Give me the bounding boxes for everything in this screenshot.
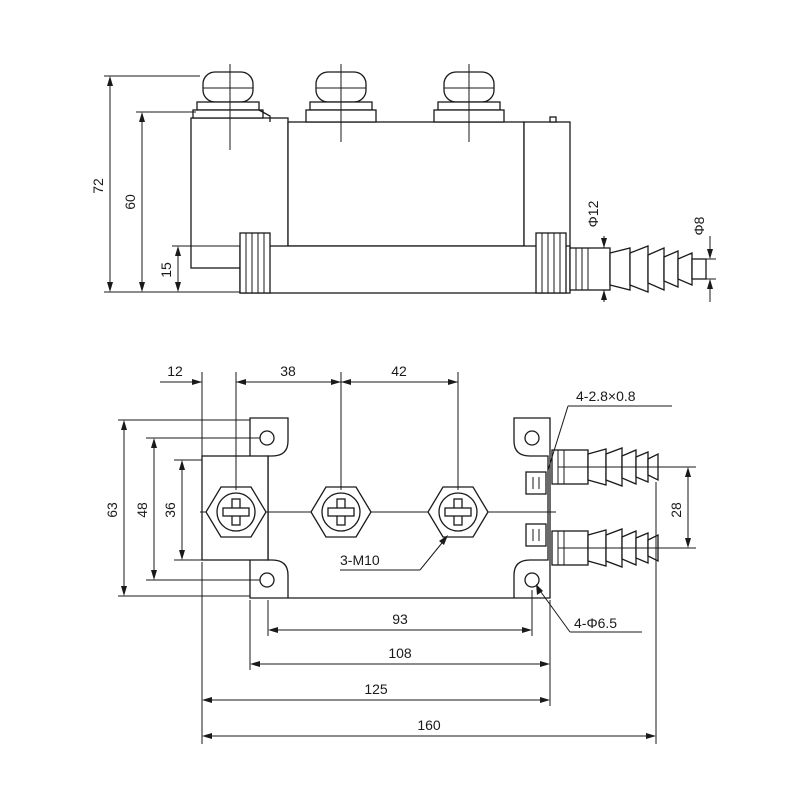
- leader-aux: [547, 405, 569, 471]
- dim-125: [202, 697, 550, 703]
- dim-160-label: 160: [417, 717, 441, 733]
- leader-holes: [537, 587, 571, 633]
- side-base-right-cap: [535, 232, 567, 294]
- dim-72-label: 72: [90, 178, 106, 194]
- dim-48-label: 48: [134, 502, 150, 518]
- label-aux-terminals: 4-2.8×0.8: [576, 388, 636, 404]
- label-main-terminals: 3-M10: [340, 552, 380, 568]
- aux-terminal-top: [525, 471, 547, 495]
- dim-60-label: 60: [122, 194, 138, 210]
- dim-125-label: 125: [364, 681, 388, 697]
- dim-108: [250, 661, 550, 667]
- dim-48: [146, 437, 260, 581]
- dim-63-label: 63: [104, 502, 120, 518]
- dim-15: [172, 245, 240, 292]
- dim-63: [118, 419, 250, 597]
- dim-28-label: 28: [668, 502, 684, 518]
- dim-38-label: 38: [280, 363, 296, 379]
- side-water-pipe: [569, 245, 707, 293]
- mount-hole-br: [524, 572, 540, 588]
- dim-160: [202, 733, 656, 739]
- dim-12-38-42: [160, 372, 459, 490]
- side-base-left-cap: [239, 232, 271, 294]
- side-small-tab: [549, 116, 557, 123]
- dim-phi12-label: Φ12: [585, 200, 601, 227]
- dim-phi12: [601, 236, 607, 302]
- dim-phi8: [700, 236, 716, 302]
- mount-hole-tr: [524, 430, 540, 446]
- main-terminal-2: [310, 486, 372, 538]
- dim-phi8-label: Φ8: [691, 216, 707, 235]
- dim-15-label: 15: [158, 262, 174, 278]
- dim-36: [174, 459, 202, 561]
- main-terminal-1: [205, 486, 267, 538]
- top-base-plate: [249, 417, 551, 599]
- main-terminal-3: [427, 486, 489, 538]
- dim-93-label: 93: [392, 611, 408, 627]
- dim-60: [136, 111, 196, 292]
- side-base-plate: [239, 245, 571, 294]
- side-terminal-1: [192, 71, 271, 122]
- side-view: 72 60 15 Φ12: [90, 64, 716, 302]
- side-main-body: [287, 121, 525, 247]
- dim-28: [685, 467, 691, 548]
- dim-42-label: 42: [391, 363, 407, 379]
- dim-93: [268, 627, 532, 633]
- aux-terminal-bottom: [525, 523, 547, 547]
- dim-108-label: 108: [388, 645, 412, 661]
- dim-72: [104, 75, 240, 293]
- top-view: 12 38 42 4-2.8×0.8 63 48: [104, 363, 696, 744]
- label-mount-holes: 4-Φ6.5: [574, 615, 617, 631]
- dim-12-label: 12: [167, 363, 183, 379]
- dim-36-label: 36: [162, 502, 178, 518]
